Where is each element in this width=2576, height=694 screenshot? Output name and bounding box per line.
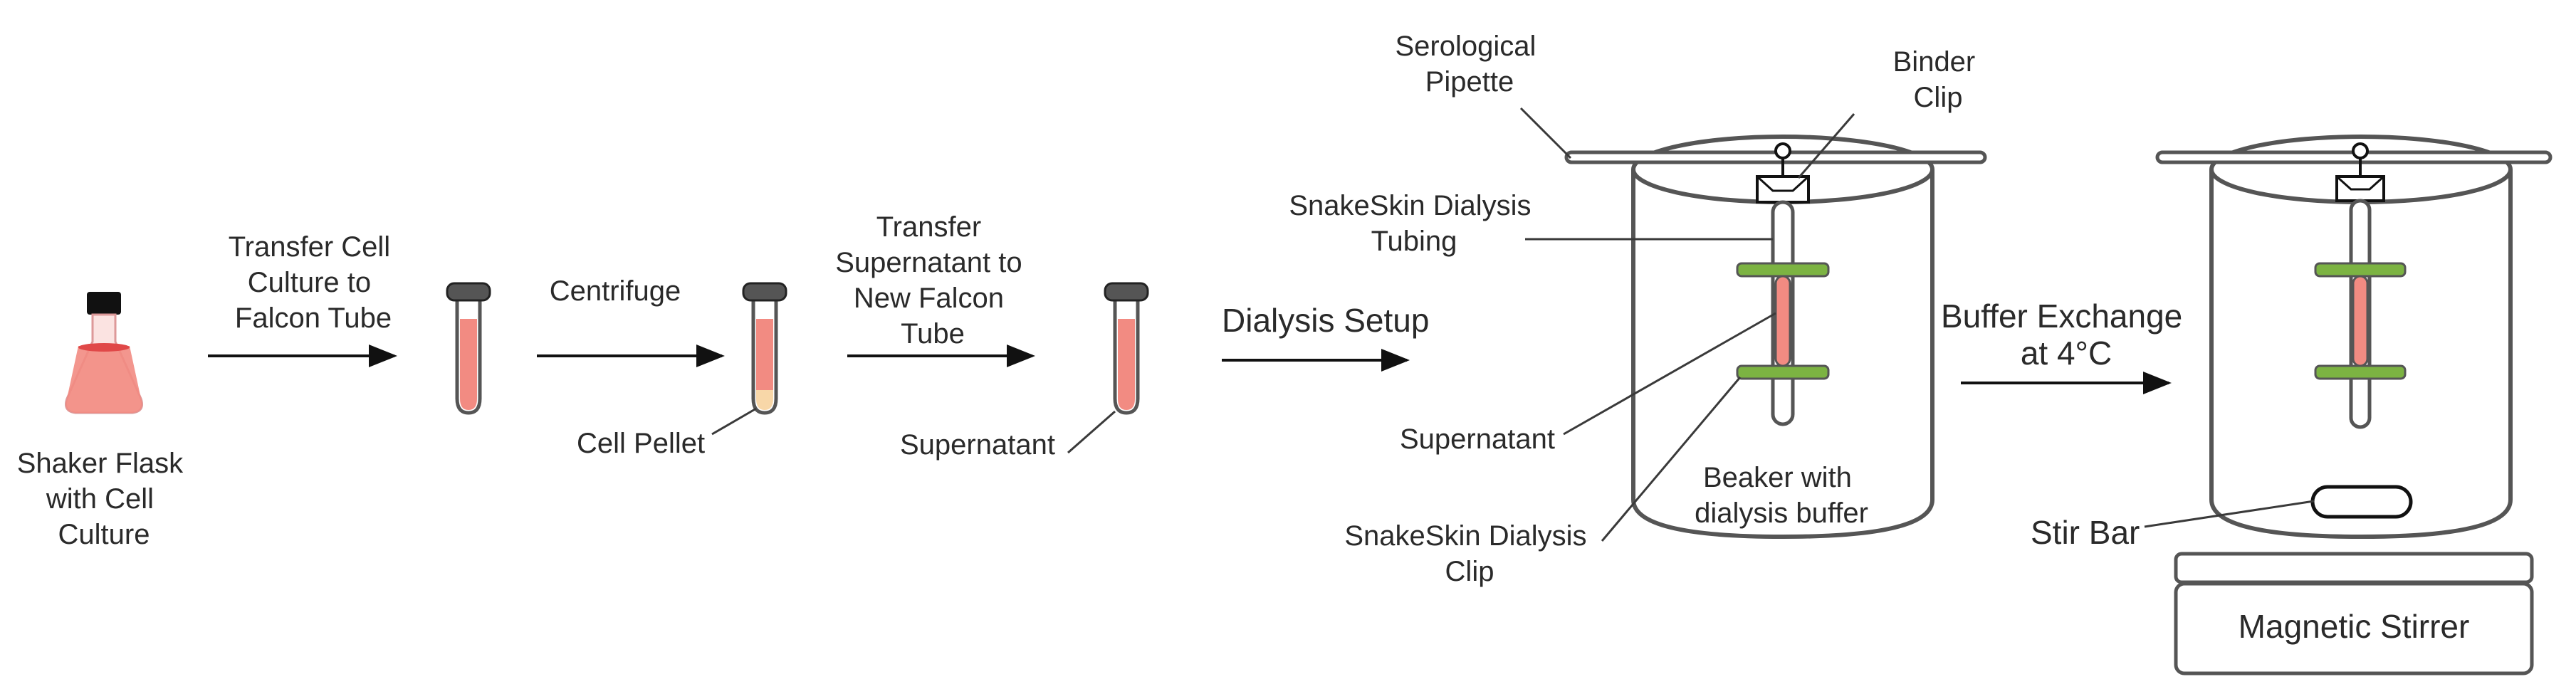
falcon-tube-3	[1104, 282, 1149, 415]
step-2-label: Centrifuge	[550, 275, 681, 307]
falcon-tube-2	[742, 282, 787, 415]
supernatant-beaker-leader	[1563, 312, 1776, 436]
stir-bar	[2310, 485, 2413, 519]
snakeskin-clip-bottom	[1736, 364, 1830, 380]
snakeskin-clip-top-2	[2314, 262, 2407, 278]
stir-bar-label: Stir Bar	[2031, 514, 2140, 551]
supernatant-tube-leader	[1067, 410, 1116, 454]
supernatant-tube-label: Supernatant	[900, 429, 1055, 461]
magnetic-stirrer	[2174, 552, 2534, 675]
cell-pellet-label: Cell Pellet	[577, 428, 705, 459]
magnetic-stirrer-label: Magnetic Stirrer	[2239, 608, 2470, 645]
snakeskin-dialysis-tubing-2	[2349, 199, 2372, 429]
snakeskin-clip-label: SnakeSkin Dialysis Clip	[1344, 520, 1594, 587]
binder-clip-2	[2335, 142, 2385, 202]
step-4-label: Dialysis Setup	[1222, 302, 1429, 339]
snakeskin-clip-top	[1736, 262, 1830, 278]
snakeskin-dialysis-tubing	[1771, 200, 1795, 426]
step-1-label: Transfer Cell Culture to Falcon Tube	[229, 231, 399, 334]
snakeskin-clip-bottom-2	[2314, 364, 2407, 380]
shaker-flask	[65, 292, 143, 414]
supernatant-beaker-label: Supernatant	[1400, 424, 1555, 455]
flask-label: Shaker Flask with Cell Culture	[17, 448, 192, 550]
falcon-tube-1	[446, 282, 491, 415]
binder-clip-label: Binder Clip	[1893, 46, 1984, 113]
stir-bar-leader	[2144, 500, 2315, 528]
serological-pipette-label: Serological Pipette	[1395, 31, 1544, 98]
step-3-label: Transfer Supernatant to New Falcon Tube	[835, 211, 1030, 349]
serological-pipette-leader	[1519, 107, 1572, 159]
snakeskin-tubing-label: SnakeSkin Dialysis Tubing	[1289, 190, 1539, 257]
beaker-label: Beaker with dialysis buffer	[1695, 462, 1868, 529]
cell-pellet-leader	[711, 407, 757, 436]
snakeskin-clip-leader	[1601, 377, 1742, 542]
binder-clip-leader	[1797, 113, 1855, 179]
step-5-label: Buffer Exchange at 4°C	[1941, 298, 2192, 372]
